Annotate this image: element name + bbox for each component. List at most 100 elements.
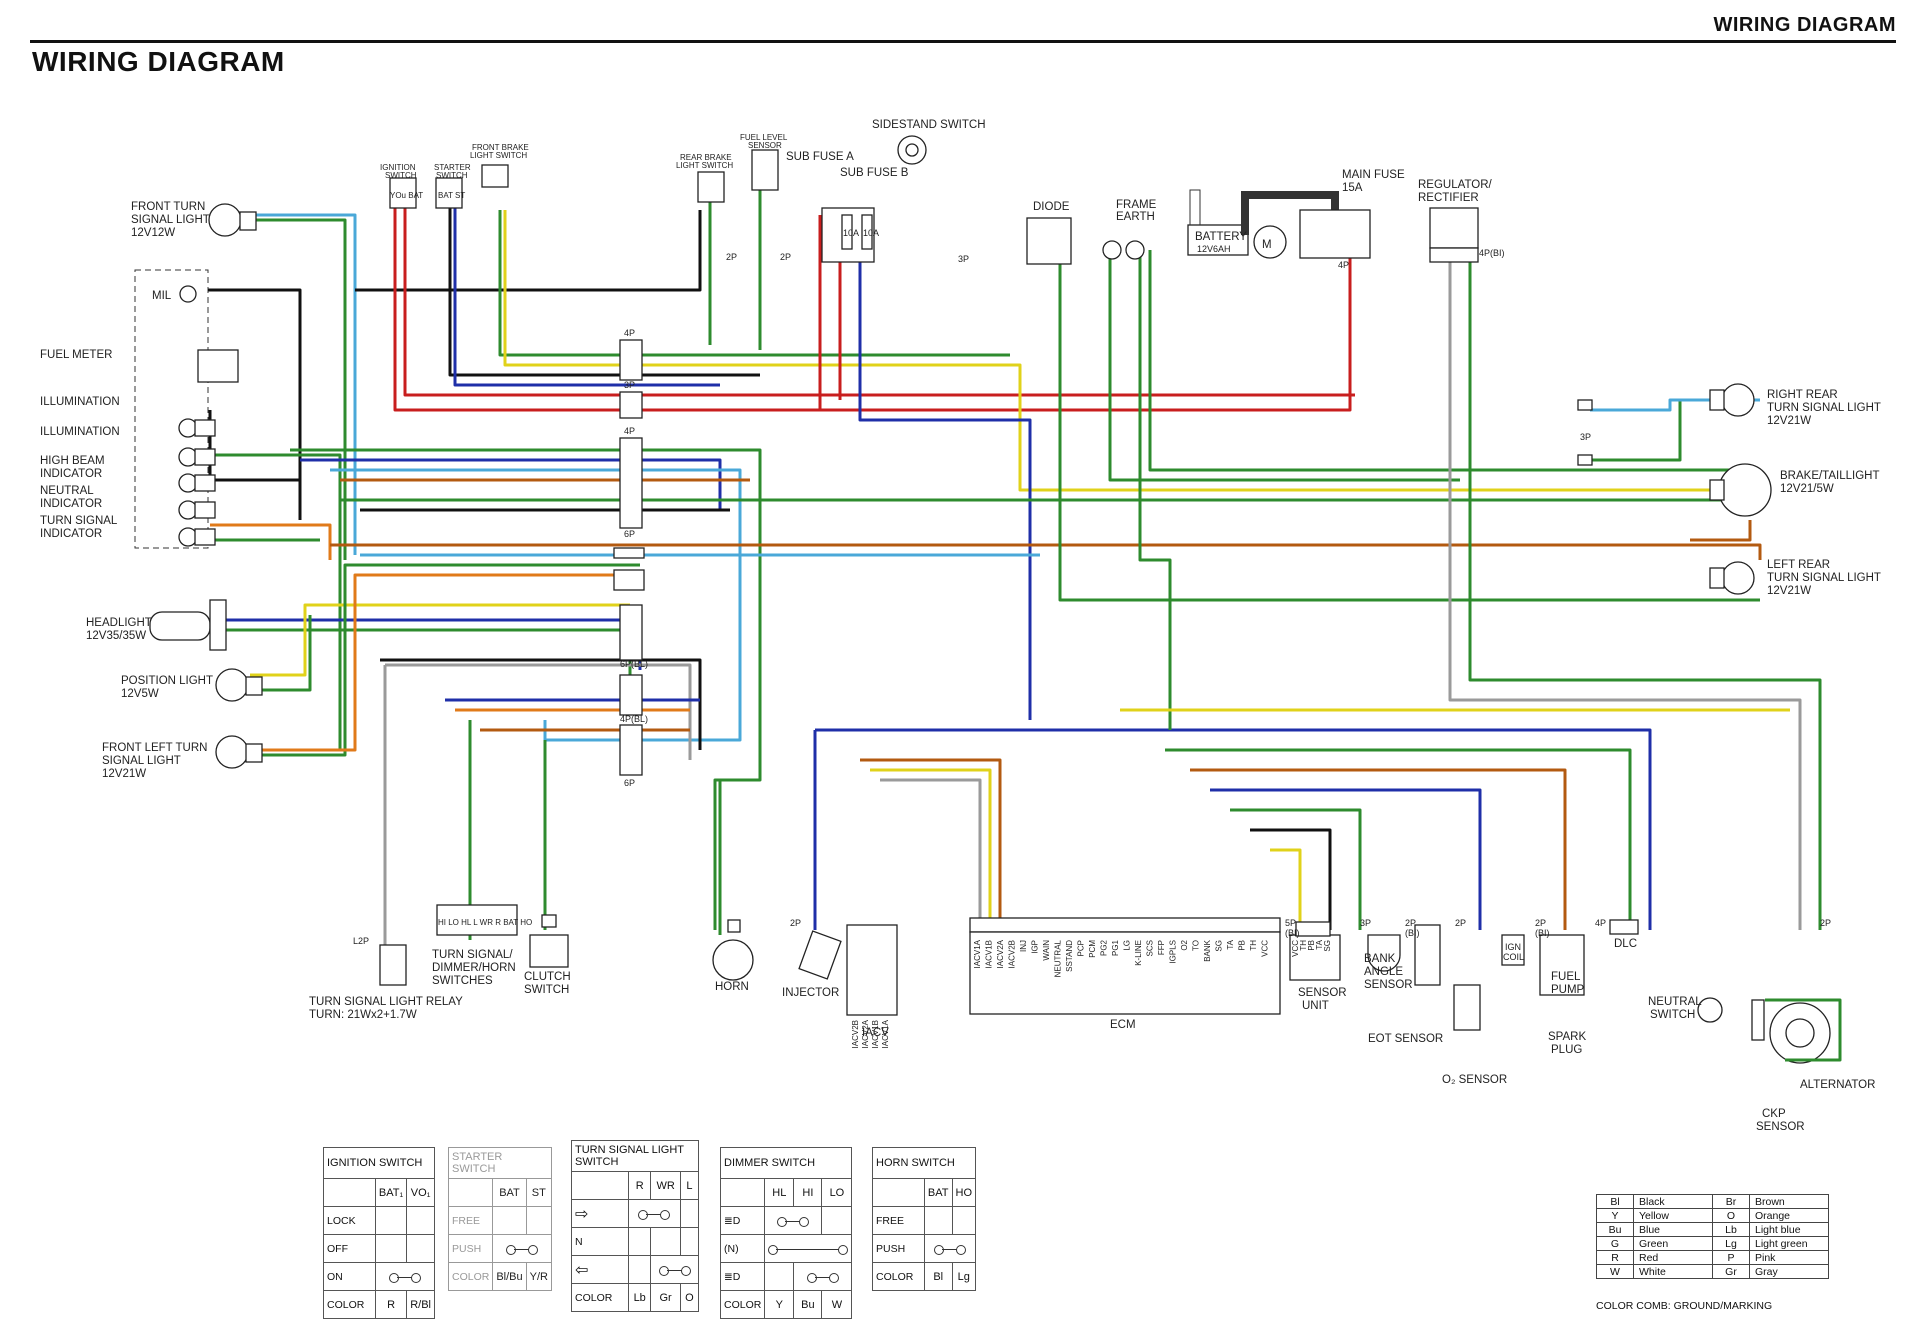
svg-text:(BI): (BI) bbox=[1535, 928, 1550, 938]
svg-text:INDICATOR: INDICATOR bbox=[40, 528, 102, 540]
horn-color-ho: Lg bbox=[951, 1262, 976, 1291]
svg-text:12V5W: 12V5W bbox=[121, 688, 159, 700]
svg-text:INJECTOR: INJECTOR bbox=[782, 987, 839, 999]
dim-col-hl: HL bbox=[764, 1178, 795, 1207]
dim-color-hl: Y bbox=[764, 1290, 795, 1319]
header-top-right: WIRING DIAGRAM bbox=[1713, 14, 1896, 36]
ecm-pin-label: VCC bbox=[1261, 940, 1270, 957]
svg-text:PLUG: PLUG bbox=[1551, 1044, 1582, 1056]
turn-col-l: L bbox=[679, 1171, 700, 1200]
sensor-pin-label: TA bbox=[1315, 939, 1324, 949]
color-name: Gray bbox=[1749, 1264, 1829, 1279]
ecm-pin-label: TO bbox=[1192, 940, 1201, 951]
color-abbrev: Lb bbox=[1712, 1222, 1750, 1237]
ecm-pin-label: IGPLS bbox=[1169, 940, 1178, 964]
svg-text:SWITCH: SWITCH bbox=[1650, 1009, 1695, 1021]
svg-text:2P: 2P bbox=[726, 252, 737, 262]
continuity-icon bbox=[933, 1243, 966, 1255]
ecm-pin-label: IACV2B bbox=[1008, 940, 1017, 968]
ecm-pin-label: LG bbox=[1123, 940, 1132, 951]
ecm-pin-label: BANK bbox=[1203, 939, 1212, 961]
svg-text:6P: 6P bbox=[624, 529, 635, 539]
svg-text:NEUTRAL: NEUTRAL bbox=[40, 485, 94, 497]
svg-text:(BI): (BI) bbox=[1405, 928, 1420, 938]
color-abbrev: Bu bbox=[1596, 1222, 1634, 1237]
components bbox=[149, 135, 1842, 1064]
svg-text:INDICATOR: INDICATOR bbox=[40, 498, 102, 510]
dim-color-lo: W bbox=[821, 1290, 853, 1319]
svg-text:LEFT REAR: LEFT REAR bbox=[1767, 559, 1830, 571]
svg-text:BANK: BANK bbox=[1364, 953, 1396, 965]
svg-text:DIODE: DIODE bbox=[1033, 201, 1070, 213]
ignition-table-title: IGNITION SWITCH bbox=[323, 1147, 435, 1179]
svg-text:10A: 10A bbox=[843, 228, 859, 238]
svg-text:12V21W: 12V21W bbox=[1767, 585, 1811, 597]
ecm-pin-label: IACV1A bbox=[973, 939, 982, 968]
svg-text:PUMP: PUMP bbox=[1551, 984, 1585, 996]
svg-text:SIGNAL LIGHT: SIGNAL LIGHT bbox=[131, 214, 210, 226]
svg-text:4P: 4P bbox=[624, 426, 635, 436]
ign-row-lock: LOCK bbox=[323, 1206, 376, 1235]
color-name: Light blue bbox=[1749, 1222, 1829, 1237]
svg-text:UNIT: UNIT bbox=[1302, 1000, 1329, 1012]
header-rule bbox=[30, 40, 1896, 43]
svg-text:SUB FUSE B: SUB FUSE B bbox=[840, 167, 909, 179]
color-name: Yellow bbox=[1633, 1208, 1713, 1223]
svg-text:INDICATOR: INDICATOR bbox=[40, 468, 102, 480]
svg-text:STARTER: STARTER bbox=[434, 163, 471, 172]
svg-text:LIGHT SWITCH: LIGHT SWITCH bbox=[470, 151, 527, 160]
svg-text:YOu BAT: YOu BAT bbox=[390, 191, 423, 200]
svg-text:FRAME: FRAME bbox=[1116, 199, 1157, 211]
horn-row-free: FREE bbox=[872, 1206, 925, 1235]
svg-text:FUEL: FUEL bbox=[1551, 971, 1581, 983]
ecm-pin-label: PCP bbox=[1077, 940, 1086, 956]
svg-text:6P: 6P bbox=[624, 778, 635, 788]
svg-text:2P: 2P bbox=[1405, 918, 1416, 928]
svg-text:12V21W: 12V21W bbox=[102, 768, 146, 780]
continuity-icon bbox=[777, 1215, 810, 1227]
color-abbrev: Gr bbox=[1712, 1264, 1750, 1279]
turn-color-l: O bbox=[679, 1283, 700, 1312]
meter-outline bbox=[134, 269, 209, 549]
svg-text:TURN: 21Wx2+1.7W: TURN: 21Wx2+1.7W bbox=[309, 1009, 417, 1021]
svg-text:NEUTRAL: NEUTRAL bbox=[1648, 996, 1702, 1008]
ecm-pin-label: TA bbox=[1226, 939, 1235, 949]
ign-col-bat: BAT₁ bbox=[374, 1178, 408, 1207]
dim-col-lo: LO bbox=[821, 1178, 853, 1207]
sensor-pin-label: TH bbox=[1299, 940, 1308, 951]
ecm-pin-label: NEUTRAL bbox=[1054, 939, 1063, 977]
svg-text:FRONT LEFT TURN: FRONT LEFT TURN bbox=[102, 742, 207, 754]
sensor-pin-label: SG bbox=[1323, 940, 1332, 952]
sensor-pin-label: PB bbox=[1307, 940, 1316, 951]
svg-text:ILLUMINATION: ILLUMINATION bbox=[40, 396, 120, 408]
color-abbrev: P bbox=[1712, 1250, 1750, 1265]
svg-text:SWITCH: SWITCH bbox=[524, 984, 569, 996]
iacv-pin-label: IACV2A bbox=[861, 1019, 870, 1048]
svg-text:IACV: IACV bbox=[862, 1027, 889, 1039]
svg-text:3P: 3P bbox=[958, 254, 969, 264]
svg-text:SIDESTAND SWITCH: SIDESTAND SWITCH bbox=[872, 119, 986, 131]
svg-text:FUEL LEVEL: FUEL LEVEL bbox=[740, 133, 788, 142]
color-abbrev: Br bbox=[1712, 1194, 1750, 1209]
svg-text:10A: 10A bbox=[863, 228, 879, 238]
svg-text:MAIN FUSE: MAIN FUSE bbox=[1342, 169, 1405, 181]
dim-row-n: (N) bbox=[719, 1234, 766, 1263]
svg-text:4P: 4P bbox=[624, 328, 635, 338]
color-code-note: COLOR COMB: GROUND/MARKING bbox=[1596, 1300, 1773, 1312]
ecm-pin-label: K-LINE bbox=[1134, 940, 1143, 966]
ign-col-vo: VO₁ bbox=[406, 1178, 435, 1207]
color-name: Red bbox=[1633, 1250, 1713, 1265]
svg-text:L2P: L2P bbox=[353, 936, 369, 946]
labels: FRONT TURN SIGNAL LIGHT 12V12W MIL FUEL … bbox=[40, 119, 1881, 1133]
color-abbrev: W bbox=[1596, 1264, 1634, 1279]
svg-text:FRONT BRAKE: FRONT BRAKE bbox=[472, 143, 529, 152]
svg-text:CLUTCH: CLUTCH bbox=[524, 971, 571, 983]
svg-text:BATTERY: BATTERY bbox=[1195, 231, 1247, 243]
svg-text:(BI): (BI) bbox=[1285, 928, 1300, 938]
svg-text:BAT ST: BAT ST bbox=[438, 191, 465, 200]
